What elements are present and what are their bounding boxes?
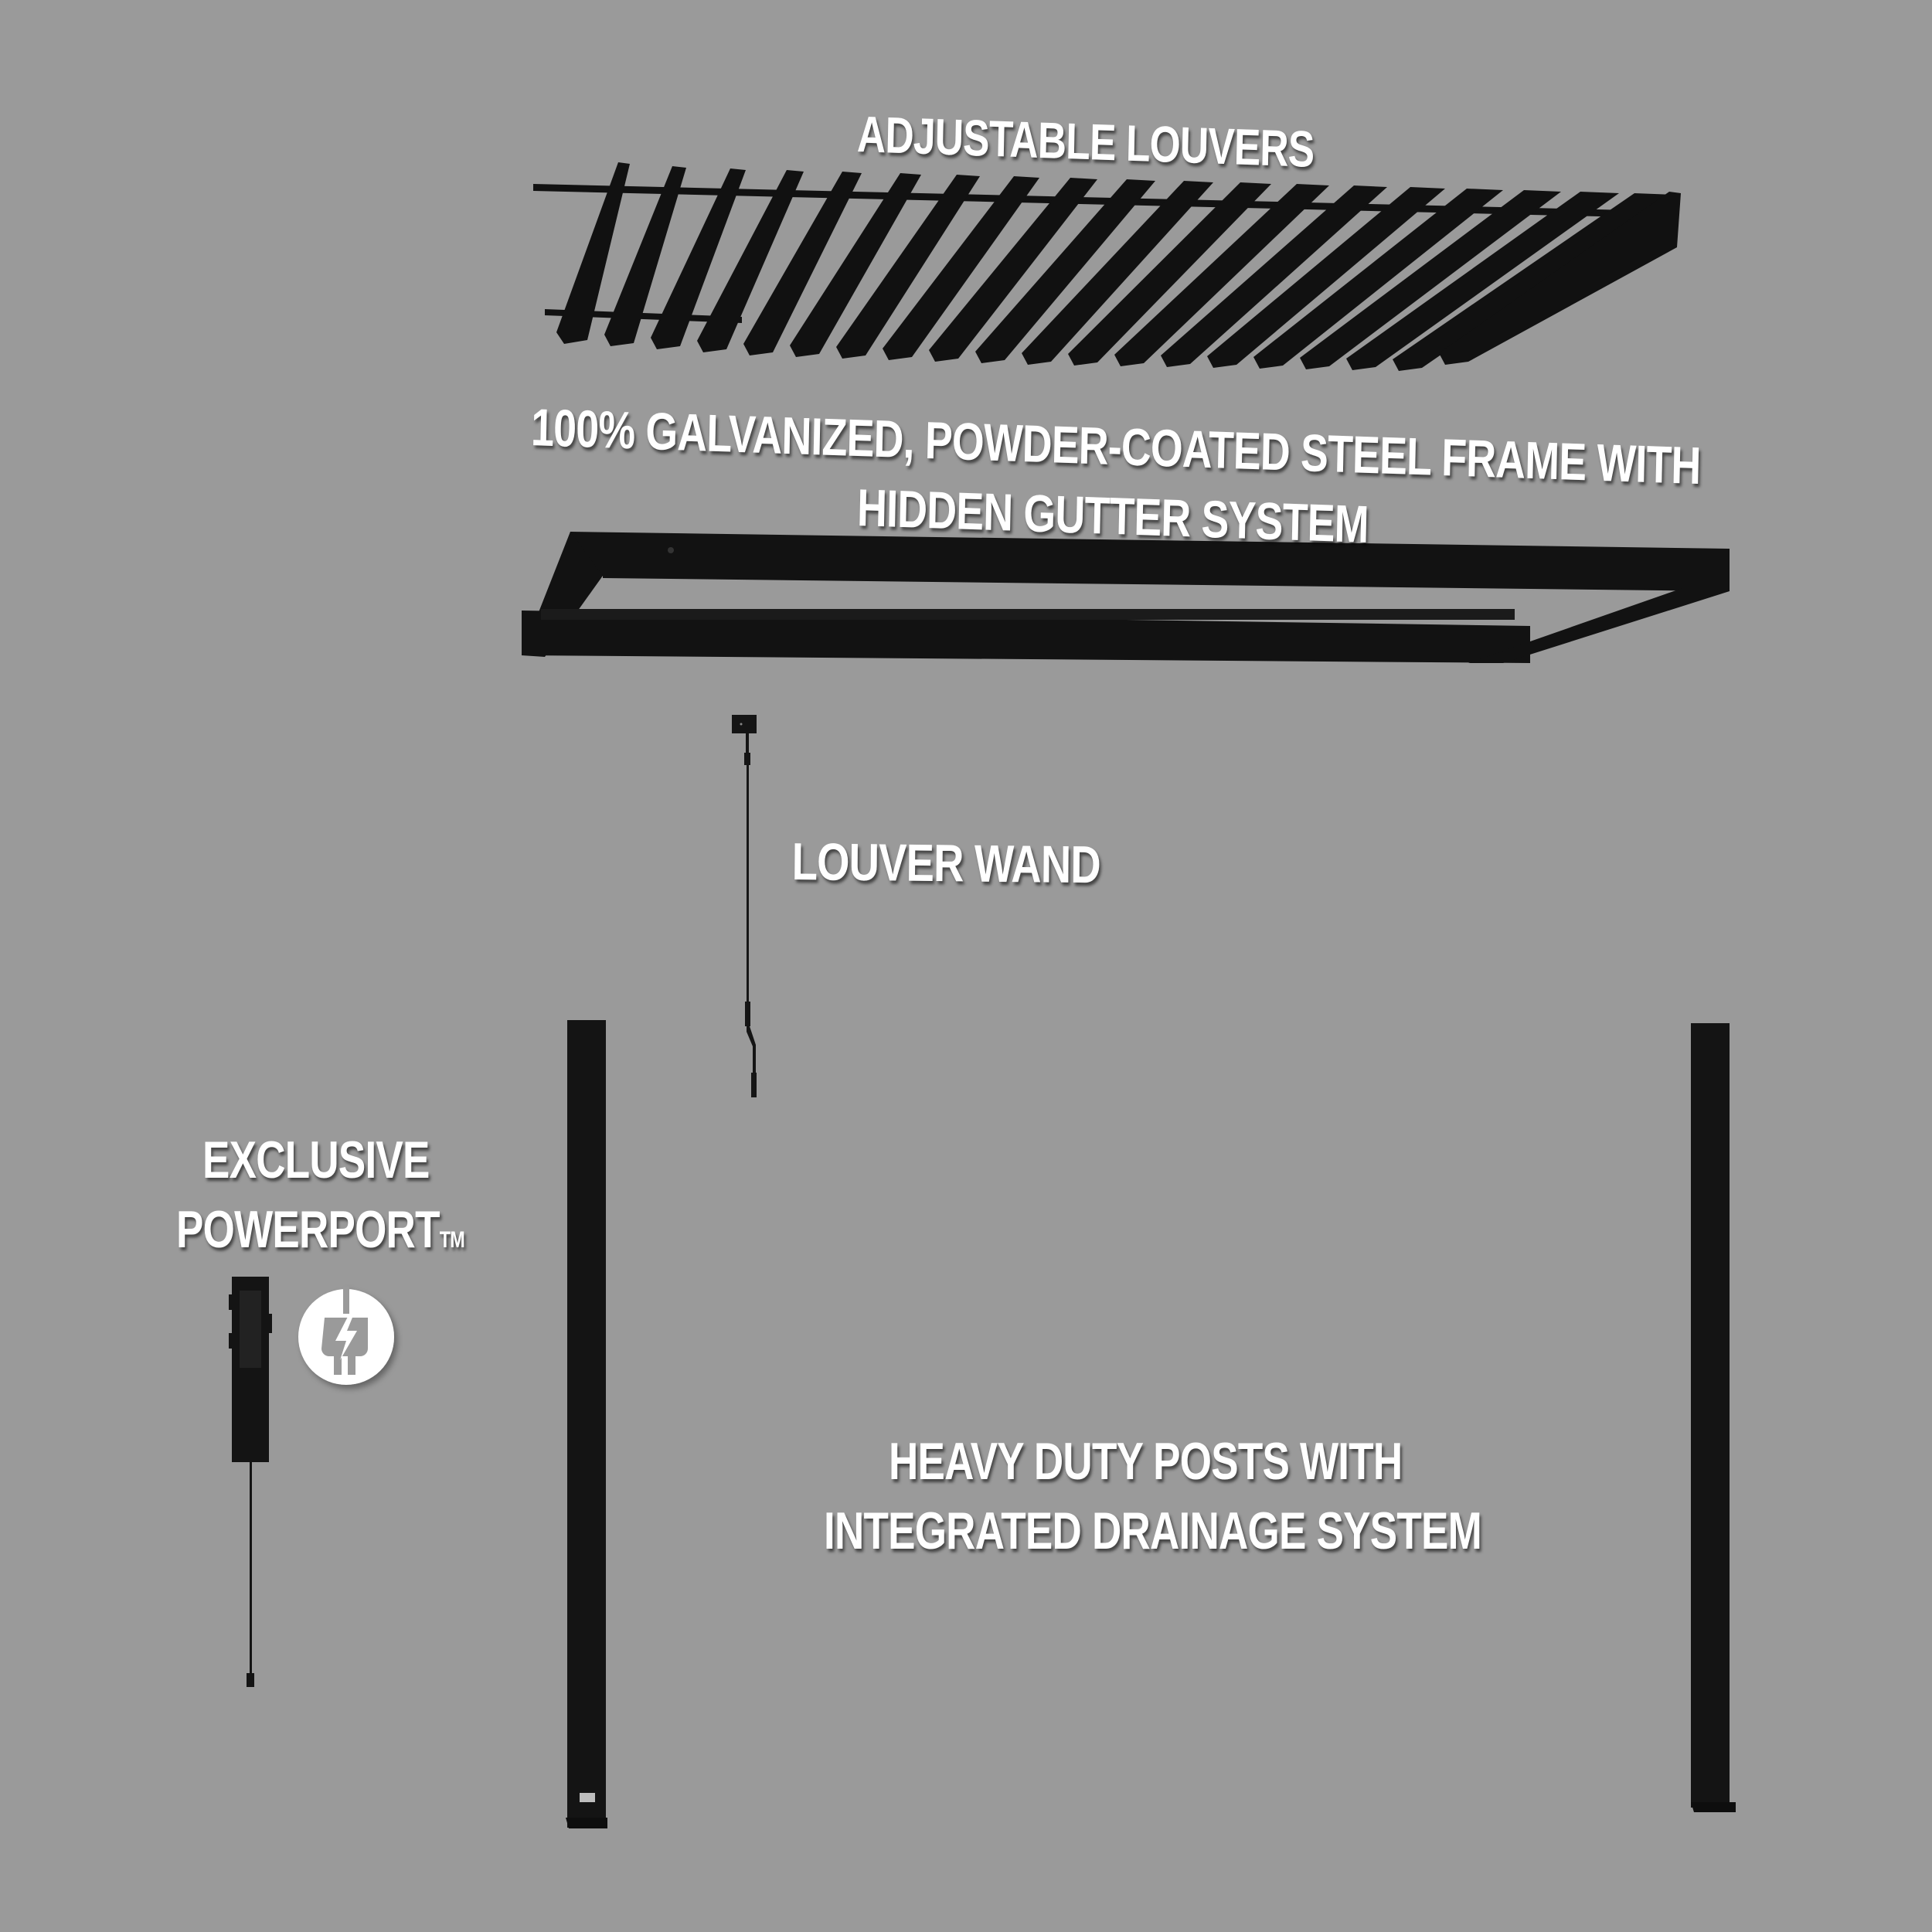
powerport-name: POWERPORT xyxy=(176,1200,440,1259)
drainage-outlet xyxy=(580,1793,595,1802)
steel-frame xyxy=(522,532,1730,663)
label-powerport-line2: POWERPORTTM xyxy=(176,1199,465,1260)
adjustable-louvers xyxy=(533,162,1681,371)
electric-plug-icon xyxy=(298,1287,394,1385)
louver-wand xyxy=(732,715,757,1097)
label-powerport-line1: EXCLUSIVE xyxy=(202,1131,430,1189)
label-louver-wand: LOUVER WAND xyxy=(791,832,1101,895)
label-posts-line2: INTEGRATED DRAINAGE SYSTEM xyxy=(824,1502,1482,1560)
post-left xyxy=(566,1020,607,1828)
post-right xyxy=(1691,1023,1736,1812)
trademark: TM xyxy=(439,1227,465,1253)
powerport xyxy=(229,1277,272,1687)
label-posts-line1: HEAVY DUTY POSTS WITH xyxy=(889,1432,1403,1491)
